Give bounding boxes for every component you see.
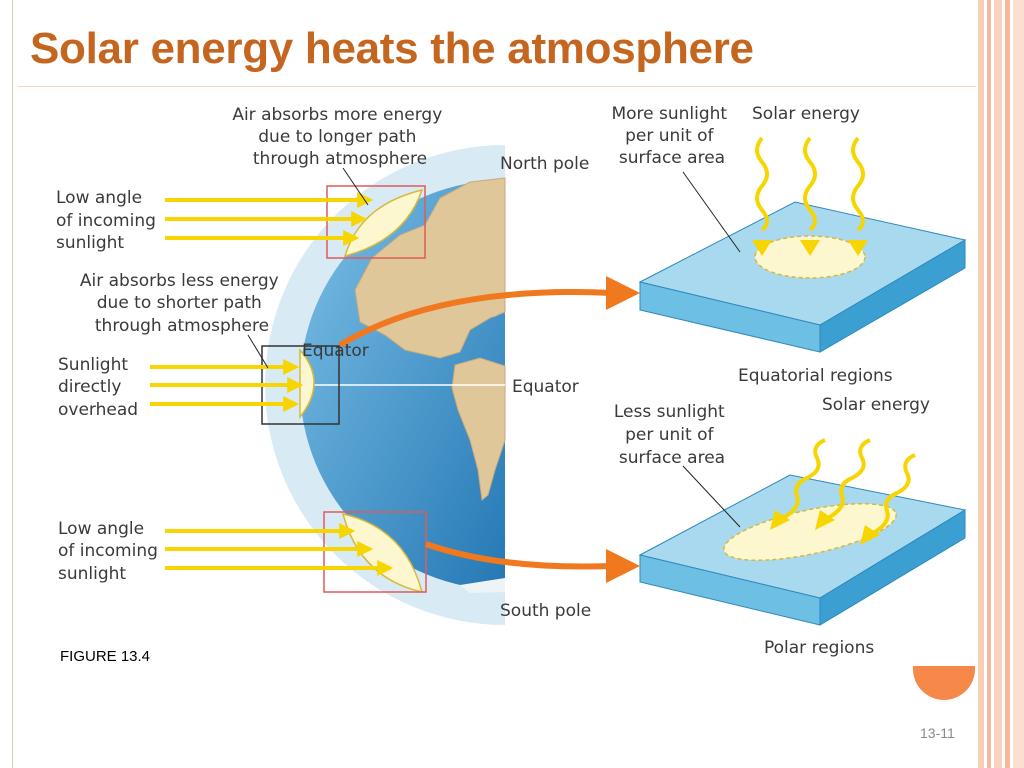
polar-sun-spot bbox=[723, 503, 897, 561]
top-atmosphere-path bbox=[326, 185, 426, 259]
less-sunlight-label: Less sunlight per unit of surface area bbox=[614, 402, 730, 468]
polar-surface-block bbox=[638, 465, 967, 626]
solar-energy-bottom-label: Solar energy bbox=[822, 395, 930, 415]
north-pole-label: North pole bbox=[500, 154, 589, 174]
sunlight-overhead-label: Sunlight directly overhead bbox=[58, 355, 138, 420]
bottom-highlight-box bbox=[323, 511, 427, 593]
caribbean-islands bbox=[470, 310, 497, 318]
globe bbox=[265, 145, 506, 625]
leader-less-sunlight bbox=[682, 465, 741, 528]
top-highlight-box bbox=[326, 185, 426, 259]
figure-caption: FIGURE 13.4 bbox=[60, 648, 151, 665]
south-america-land bbox=[451, 357, 506, 501]
polar-solar-rays bbox=[770, 438, 916, 545]
decorative-stripes bbox=[978, 0, 1024, 768]
air-absorbs-more-label: Air absorbs more energy due to longer pa… bbox=[232, 105, 447, 169]
orange-arrow-polar bbox=[425, 541, 613, 570]
air-absorbs-less-label: Air absorbs less energy due to shorter p… bbox=[80, 271, 284, 336]
equator-globe-label: Equator bbox=[302, 341, 369, 361]
orange-arrow-equator bbox=[338, 289, 613, 348]
leader-mid bbox=[247, 334, 269, 369]
orange-arrowhead-equator bbox=[606, 276, 640, 310]
leader-top bbox=[342, 167, 369, 206]
equatorial-regions-label: Equatorial regions bbox=[738, 366, 893, 386]
low-angle-top-label: Low angle of incoming sunlight bbox=[56, 188, 161, 253]
title-divider bbox=[18, 86, 976, 87]
equator-right-label: Equator bbox=[512, 377, 579, 397]
orange-arrowhead-polar bbox=[606, 549, 640, 583]
equatorial-surface-block bbox=[638, 171, 967, 353]
equatorial-solar-rays bbox=[752, 136, 868, 256]
antarctica-land bbox=[460, 578, 505, 593]
slide-title: Solar energy heats the atmosphere bbox=[30, 24, 754, 73]
more-sunlight-label: More sunlight per unit of surface area bbox=[611, 104, 732, 168]
leader-more-sunlight bbox=[682, 171, 741, 253]
solar-energy-top-label: Solar energy bbox=[752, 104, 860, 124]
sunlight-arrows bbox=[150, 192, 394, 576]
page-number: 13-11 bbox=[920, 725, 955, 741]
equatorial-sun-spot bbox=[754, 235, 866, 279]
polar-regions-label: Polar regions bbox=[764, 638, 874, 658]
south-pole-label: South pole bbox=[500, 601, 591, 621]
low-angle-bottom-label: Low angle of incoming sunlight bbox=[58, 519, 163, 584]
